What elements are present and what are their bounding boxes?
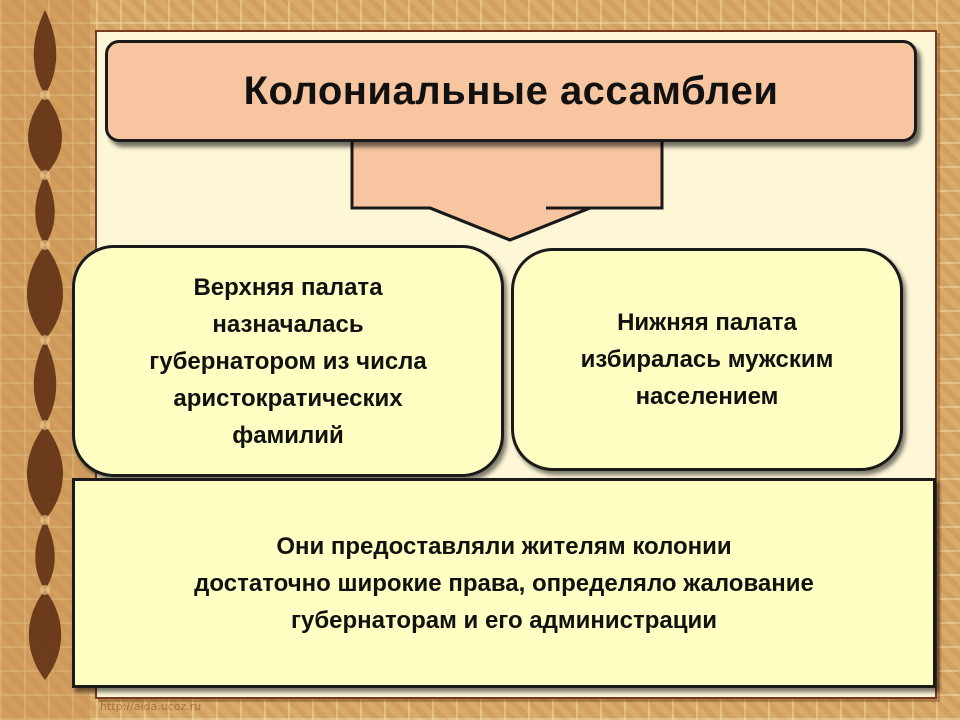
upper-chamber-line: назначалась [212,310,364,338]
page-title: Колониальные ассамблеи [243,68,779,113]
lower-chamber-line: населением [635,383,779,410]
rights-line: Они предоставляли жителям колонии [276,532,732,560]
upper-chamber-line: фамилий [232,421,344,449]
lower-chamber-box: Нижняя палата избиралась мужским населен… [511,248,903,471]
rights-line: достаточно широкие права, определяло жал… [194,569,814,597]
upper-chamber-box: Верхняя палата назначалась губернатором … [72,245,504,477]
upper-chamber-line: аристократических [173,384,403,412]
rights-line: губернаторам и его администрации [290,606,718,634]
rights-text: Они предоставляли жителям колонии достат… [194,528,814,639]
rights-box: Они предоставляли жителям колонии достат… [72,478,936,688]
title-box: Колониальные ассамблеи [105,40,917,142]
upper-chamber-line: губернатором из числа [149,347,427,375]
lower-chamber-text: Нижняя палата избиралась мужским населен… [581,304,834,415]
lower-chamber-line: избиралась мужским [580,346,834,373]
lower-chamber-line: Нижняя палата [617,309,797,336]
upper-chamber-text: Верхняя палата назначалась губернатором … [149,269,427,454]
down-arrow-connector [350,140,664,242]
upper-chamber-line: Верхняя палата [193,273,383,301]
watermark: http://aida.ucoz.ru [100,700,202,713]
